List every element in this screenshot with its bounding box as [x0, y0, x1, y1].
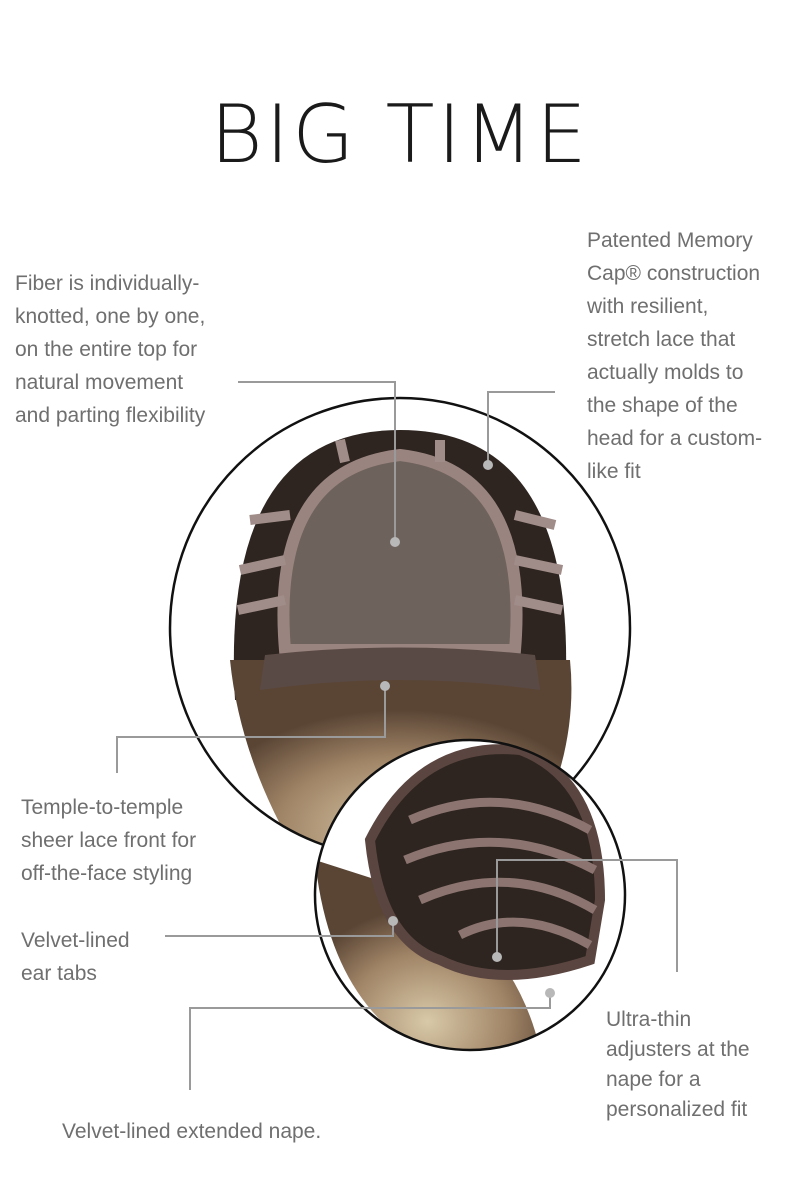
callout-fiber: Fiber is individually- knotted, one by o…	[15, 272, 206, 427]
callout-adjusters: Ultra-thin adjusters at the nape for a p…	[606, 1008, 750, 1121]
page-title: BIG TIME	[210, 88, 590, 181]
callout-memory-cap: Patented Memory Cap® construction with r…	[587, 229, 763, 483]
back-view-circle	[313, 738, 627, 1052]
callout-ear-tabs: Velvet-lined ear tabs	[21, 929, 130, 985]
callout-nape: Velvet-lined extended nape.	[62, 1120, 322, 1143]
callout-temple: Temple-to-temple sheer lace front for of…	[21, 796, 197, 885]
front-view-image	[170, 398, 630, 858]
callout-dots	[380, 460, 555, 998]
back-view-image	[315, 740, 625, 1050]
